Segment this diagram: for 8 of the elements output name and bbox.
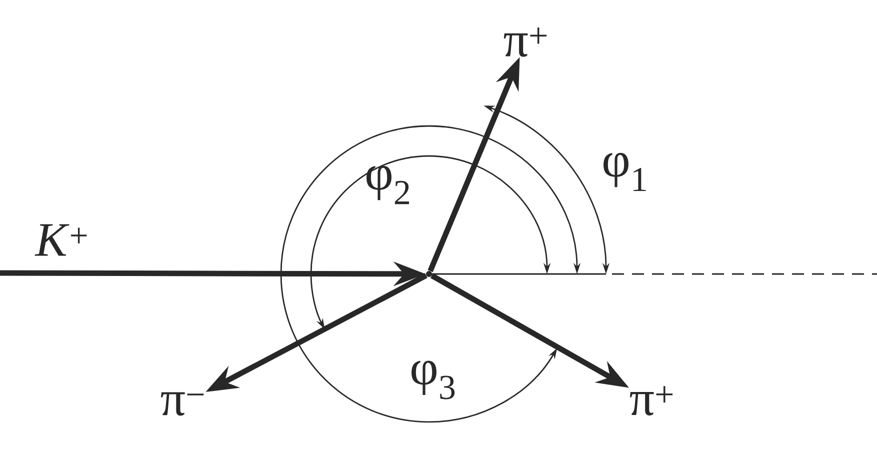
edge-label: K$^{+}$ bbox=[34, 223, 90, 257]
angle-label: φ$_{2}$ bbox=[366, 166, 409, 204]
vertex-point bbox=[426, 271, 432, 277]
angle-label: φ$_{3}$ bbox=[412, 360, 455, 400]
particle-label: π$^{−}$ bbox=[161, 392, 204, 416]
angle-label: φ$_{1}$ bbox=[604, 152, 646, 192]
particle-label: π$^{+}$ bbox=[504, 28, 546, 57]
particle-label: π$^{+}$ bbox=[630, 386, 673, 416]
